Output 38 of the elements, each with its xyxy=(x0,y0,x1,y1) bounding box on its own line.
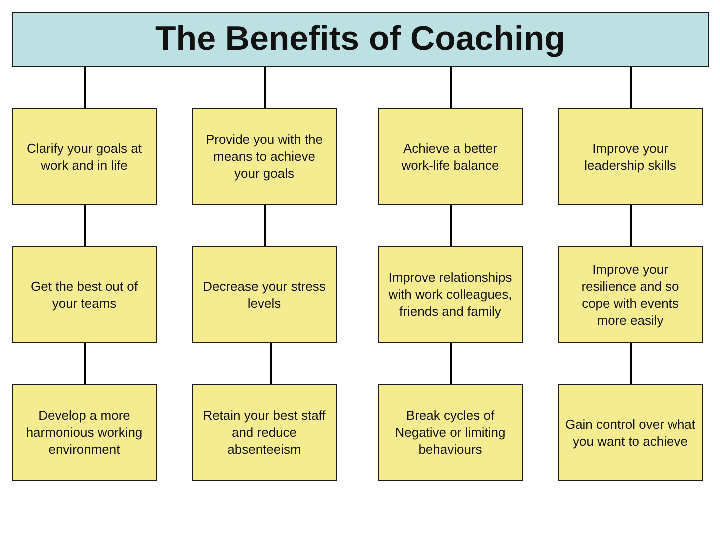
box-text: Retain your best staff and reduce absenteeism xyxy=(202,407,327,458)
box-text: Provide you with the means to achieve your goals xyxy=(204,131,324,182)
title-text: The Benefits of Coaching xyxy=(156,20,566,59)
benefit-box xyxy=(192,384,337,481)
connector-line xyxy=(630,67,632,108)
box-text: Improve relationships with work colleagues, friends and family xyxy=(388,269,514,320)
connector-line xyxy=(450,205,452,246)
connector-line xyxy=(84,67,86,108)
connector-line xyxy=(630,343,632,384)
connector-line xyxy=(270,343,272,384)
box-text: Decrease your stress levels xyxy=(202,278,327,312)
box-text: Improve your leadership skills xyxy=(584,140,678,174)
box-text: Improve your resilience and so cope with events more easily xyxy=(580,260,680,328)
box-text: Develop a more harmonious working environment xyxy=(25,407,144,458)
benefit-box xyxy=(378,108,523,205)
connector-line xyxy=(264,67,266,108)
connector-line xyxy=(84,205,86,246)
connector-line xyxy=(450,343,452,384)
title-box xyxy=(12,12,709,67)
connector-line xyxy=(264,205,266,246)
benefit-box xyxy=(12,108,157,205)
benefit-box xyxy=(378,384,523,481)
connector-line xyxy=(630,205,632,246)
benefit-box xyxy=(558,108,703,205)
benefit-box xyxy=(192,108,337,205)
benefit-box xyxy=(558,384,703,481)
benefit-box xyxy=(12,384,157,481)
box-text: Gain control over what you want to achieve xyxy=(564,416,697,450)
benefit-box xyxy=(558,246,703,343)
benefit-box xyxy=(12,246,157,343)
connector-line xyxy=(450,67,452,108)
connector-line xyxy=(84,343,86,384)
box-text: Break cycles of Negative or limiting behaviours xyxy=(394,407,507,458)
benefit-box xyxy=(192,246,337,343)
box-text: Clarify your goals at work and in life xyxy=(26,140,143,174)
box-text: Get the best out of your teams xyxy=(30,278,139,312)
benefit-box xyxy=(378,246,523,343)
box-text: Achieve a better work-life balance xyxy=(400,140,500,174)
